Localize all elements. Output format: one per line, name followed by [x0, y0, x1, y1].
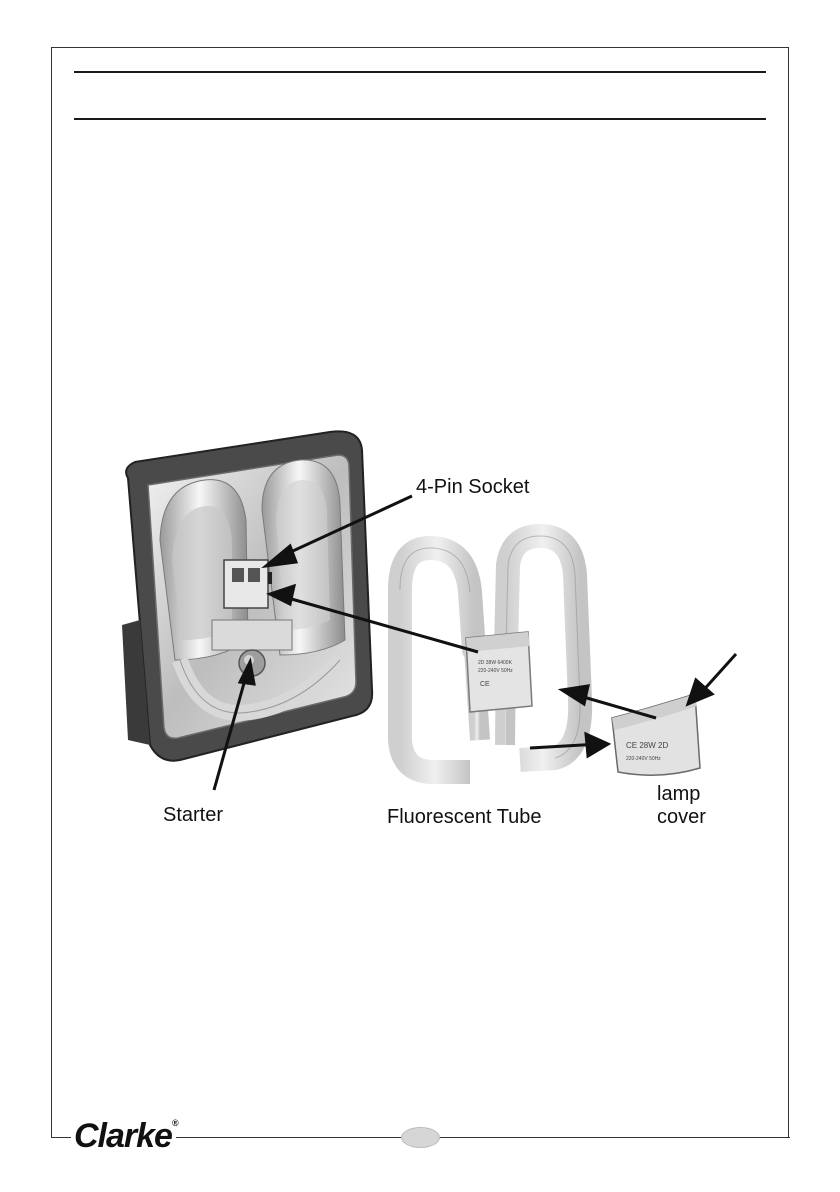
- label-4-pin-socket: 4-Pin Socket: [416, 476, 529, 499]
- tube-sticker-line2: 220-240V 50Hz: [478, 668, 513, 674]
- label-fluorescent-tube: Fluorescent Tube: [387, 806, 542, 829]
- clarke-logo: Clarke®: [74, 1119, 178, 1153]
- page-number-oval: [401, 1127, 440, 1148]
- tube-ce-mark: CE: [480, 681, 490, 688]
- brand-name: Clarke: [74, 1117, 172, 1155]
- fluorescent-tube: 2D 38W 6400K 220-240V 50Hz CE: [400, 536, 580, 772]
- cover-sticker-line2: 220-240V 50Hz: [626, 756, 661, 762]
- worklight-housing: [122, 431, 372, 760]
- tube-to-cover-arrowhead: [586, 734, 608, 756]
- label-lamp-cover-line1: lamp: [657, 783, 737, 806]
- registered-mark: ®: [172, 1118, 178, 1128]
- footer-rule-left: [51, 1137, 71, 1138]
- label-lamp-cover: lamp cover: [657, 783, 737, 829]
- tube-sticker-line1: 2D 38W 6400K: [478, 660, 513, 666]
- footer-rule-right: [176, 1137, 790, 1138]
- cover-sticker-line1: CE 28W 2D: [626, 741, 668, 750]
- label-lamp-cover-line2: cover: [657, 806, 737, 829]
- label-starter: Starter: [163, 804, 223, 827]
- lamp-cover-part: CE 28W 2D 220-240V 50Hz: [612, 694, 700, 775]
